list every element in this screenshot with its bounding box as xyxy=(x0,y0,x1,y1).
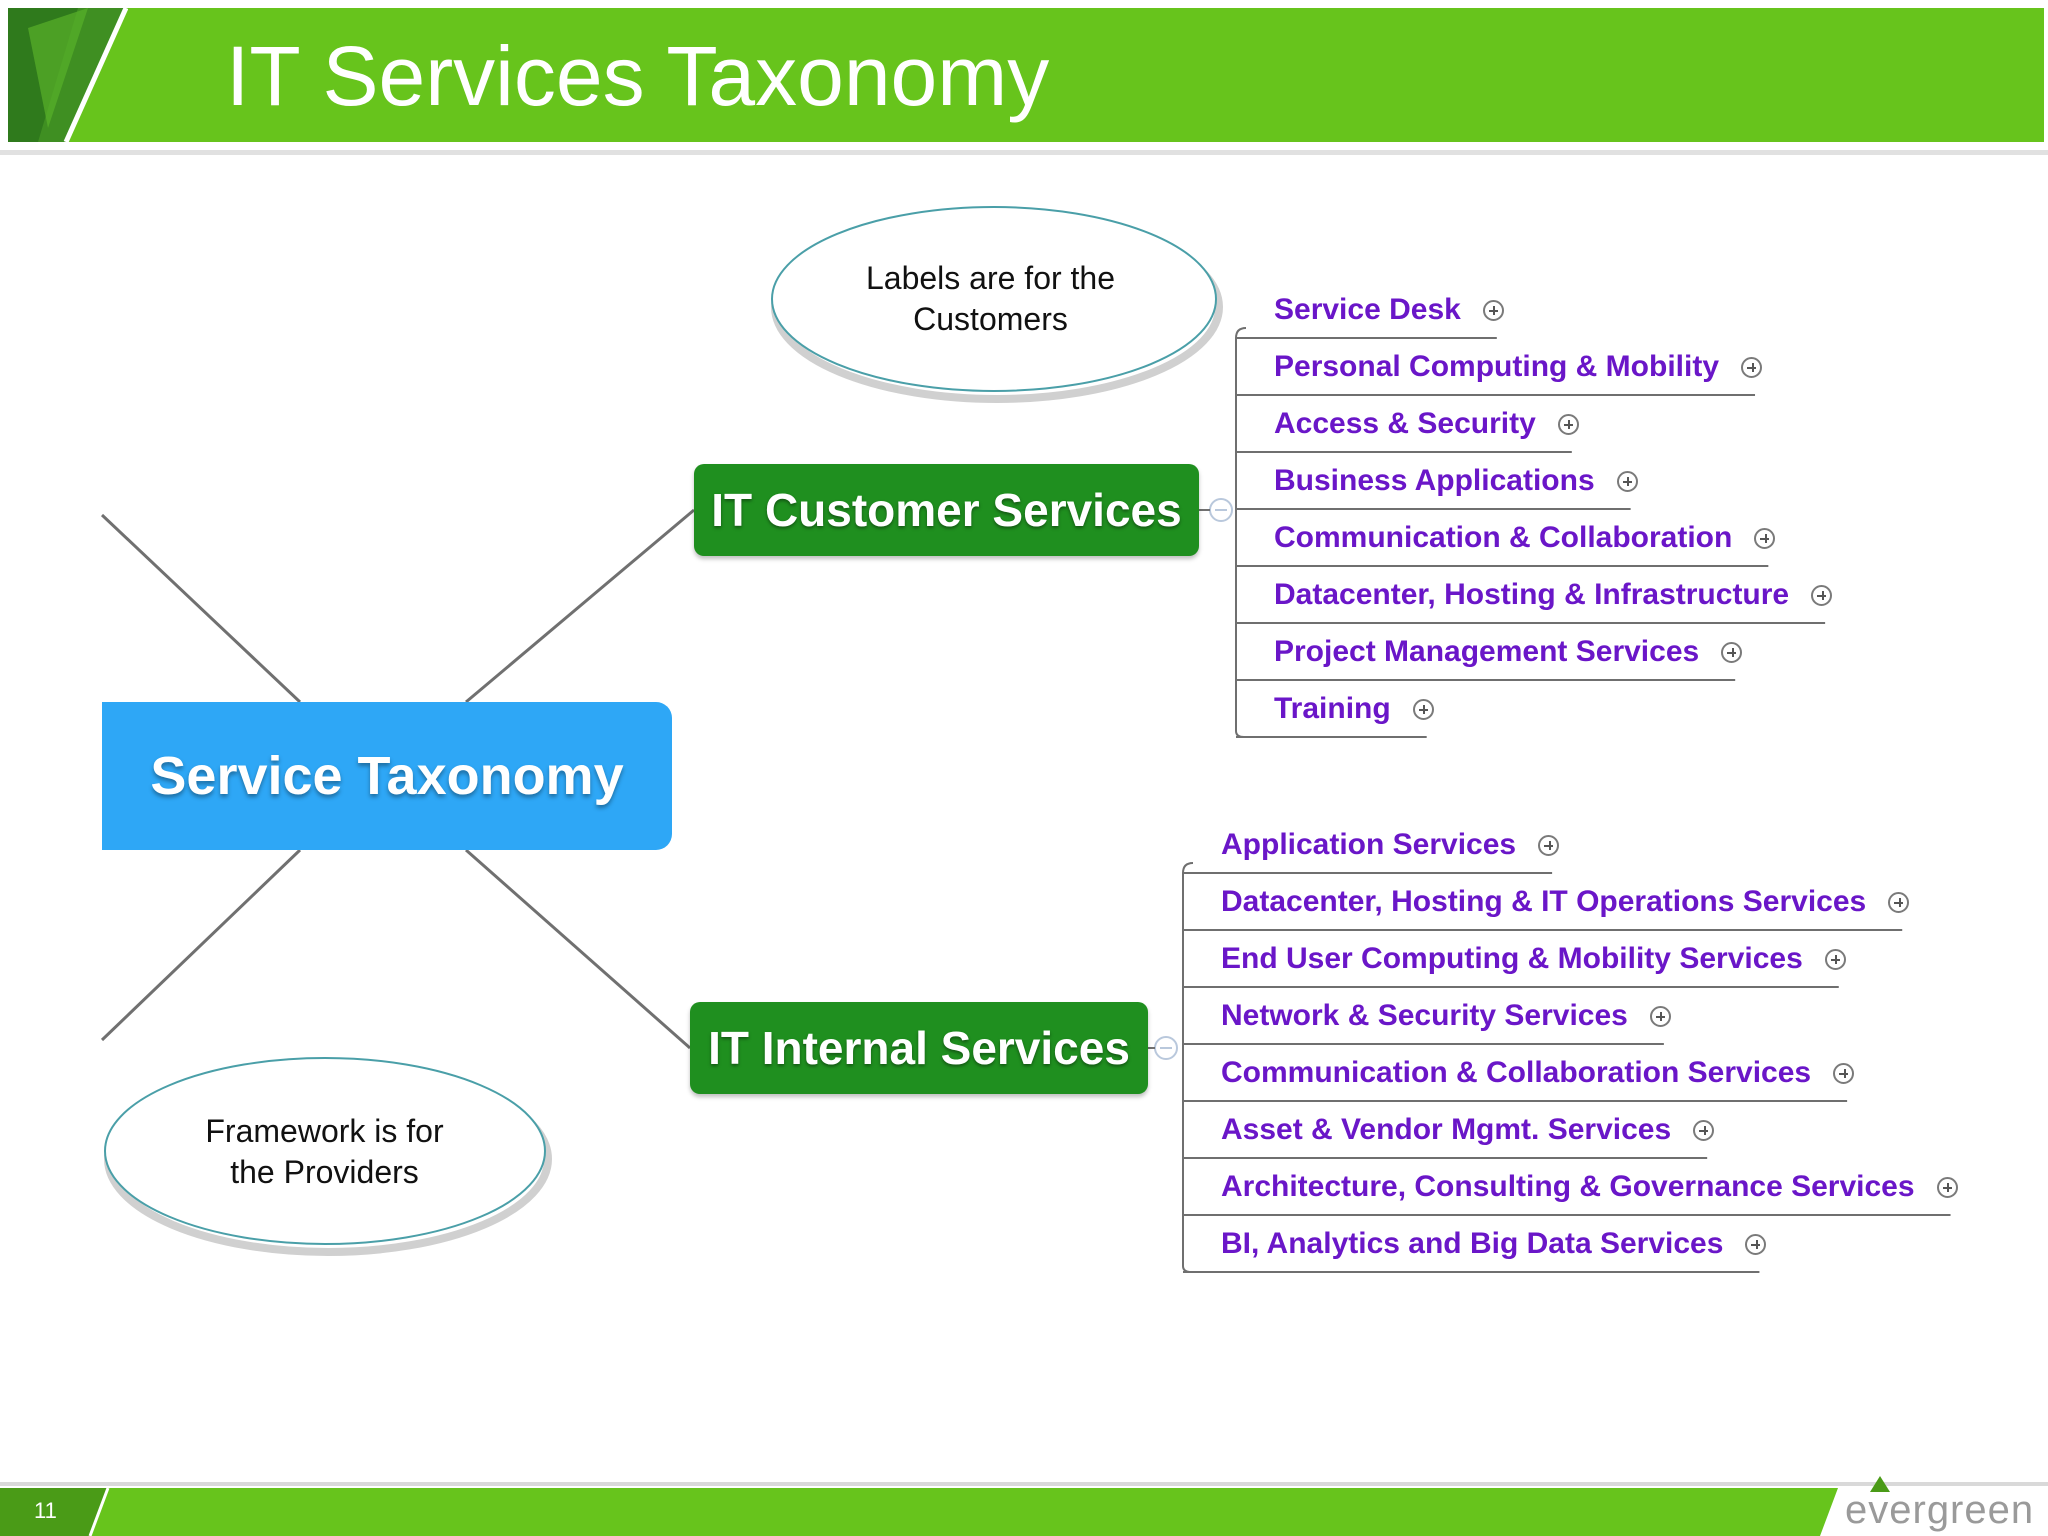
bracket-internal xyxy=(1182,862,1951,1273)
leaf-label: Asset & Vendor Mgmt. Services xyxy=(1221,1113,1672,1146)
leaf-customer-item[interactable]: Communication & Collaboration xyxy=(1274,516,1776,560)
leaf-label: Datacenter, Hosting & Infrastructure xyxy=(1274,578,1790,611)
leaf-customer-item[interactable]: Personal Computing & Mobility xyxy=(1274,345,1763,389)
connector-root-internal xyxy=(465,848,691,1050)
leaf-internal-item[interactable]: Datacenter, Hosting & IT Operations Serv… xyxy=(1221,880,1910,924)
leaf-label: Application Services xyxy=(1221,828,1517,861)
leaf-label: Personal Computing & Mobility xyxy=(1274,350,1720,383)
leaf-internal-item[interactable]: Application Services xyxy=(1221,823,1560,867)
callout-line: Customers xyxy=(913,301,1068,337)
plus-circle-icon[interactable] xyxy=(1741,356,1763,378)
leaf-internal-item[interactable]: Communication & Collaboration Services xyxy=(1221,1051,1855,1095)
bracket-spine xyxy=(1182,862,1194,1273)
footer-slant-icon xyxy=(0,1488,2048,1536)
leaf-label: Architecture, Consulting & Governance Se… xyxy=(1221,1170,1915,1203)
plus-circle-icon[interactable] xyxy=(1412,698,1434,720)
plus-circle-icon[interactable] xyxy=(1936,1176,1958,1198)
leaf-logo-icon xyxy=(8,8,128,142)
connector-offscreen-upper xyxy=(100,513,302,704)
plus-circle-icon[interactable] xyxy=(1833,1062,1855,1084)
leaf-customer-item[interactable]: Project Management Services xyxy=(1274,630,1743,674)
plus-circle-icon[interactable] xyxy=(1557,413,1579,435)
footer-divider xyxy=(0,1482,2048,1486)
branch-node-it-customer-services[interactable]: IT Customer Services xyxy=(694,464,1199,556)
leaf-internal-item[interactable]: End User Computing & Mobility Services xyxy=(1221,937,1846,981)
brand-wordmark: evergreen xyxy=(1845,1488,2035,1532)
leaf-customer-item[interactable]: Service Desk xyxy=(1274,288,1504,332)
leaf-label: Training xyxy=(1274,692,1391,725)
callout-framework-for-providers: Framework is for the Providers xyxy=(102,1057,547,1246)
leaf-internal-item[interactable]: BI, Analytics and Big Data Services xyxy=(1221,1222,1767,1266)
plus-circle-icon[interactable] xyxy=(1745,1233,1767,1255)
leaf-customer-item[interactable]: Business Applications xyxy=(1274,459,1638,503)
page-title: IT Services Taxonomy xyxy=(226,29,1050,123)
leaf-internal-item[interactable]: Architecture, Consulting & Governance Se… xyxy=(1221,1165,1958,1209)
title-bar xyxy=(8,8,2044,142)
leaf-label: BI, Analytics and Big Data Services xyxy=(1221,1227,1724,1260)
plus-circle-icon[interactable] xyxy=(1693,1119,1715,1141)
leaf-label: Network & Security Services xyxy=(1221,999,1628,1032)
leaf-label: Service Desk xyxy=(1274,293,1461,326)
plus-circle-icon[interactable] xyxy=(1482,299,1504,321)
header-divider xyxy=(0,150,2048,155)
plus-circle-icon[interactable] xyxy=(1649,1005,1671,1027)
plus-circle-icon[interactable] xyxy=(1888,891,1910,913)
plus-circle-icon[interactable] xyxy=(1811,584,1833,606)
evergreen-tree-icon xyxy=(1870,1476,1890,1492)
leaf-label: Business Applications xyxy=(1274,464,1595,497)
leaf-customer-item[interactable]: Access & Security xyxy=(1274,402,1579,446)
callout-line: the Providers xyxy=(230,1153,419,1190)
plus-circle-icon[interactable] xyxy=(1824,948,1846,970)
leaf-label: Communication & Collaboration Services xyxy=(1221,1056,1812,1089)
leaf-label: Project Management Services xyxy=(1274,635,1700,668)
leaf-customer-item[interactable]: Training xyxy=(1274,687,1434,731)
plus-circle-icon[interactable] xyxy=(1754,527,1776,549)
plus-circle-icon[interactable] xyxy=(1616,470,1638,492)
plus-circle-icon[interactable] xyxy=(1538,834,1560,856)
leaf-label: Datacenter, Hosting & IT Operations Serv… xyxy=(1221,885,1867,918)
leaf-internal-item[interactable]: Asset & Vendor Mgmt. Services xyxy=(1221,1108,1715,1152)
leaf-label: Communication & Collaboration xyxy=(1274,521,1733,554)
root-node-service-taxonomy[interactable]: Service Taxonomy xyxy=(102,702,672,850)
leaf-customer-item[interactable]: Datacenter, Hosting & Infrastructure xyxy=(1274,573,1833,617)
leaf-internal-item[interactable]: Network & Security Services xyxy=(1221,994,1671,1038)
branch-node-it-internal-services[interactable]: IT Internal Services xyxy=(690,1002,1148,1094)
slide-number: 11 xyxy=(34,1498,57,1523)
callout-labels-for-customers: Labels are for the Customers xyxy=(768,205,1213,393)
connector-root-customer xyxy=(465,508,695,704)
callout-line: Labels are for the xyxy=(865,260,1116,296)
bracket-spine xyxy=(1235,327,1247,738)
leaf-label: End User Computing & Mobility Services xyxy=(1221,942,1803,975)
leaf-label: Access & Security xyxy=(1274,407,1536,440)
footer-bar xyxy=(0,1488,2048,1536)
connector-offscreen-lower xyxy=(100,848,302,1042)
callout-line: Framework is for xyxy=(205,1112,444,1149)
plus-circle-icon[interactable] xyxy=(1721,641,1743,663)
bracket-customer xyxy=(1235,327,1826,738)
